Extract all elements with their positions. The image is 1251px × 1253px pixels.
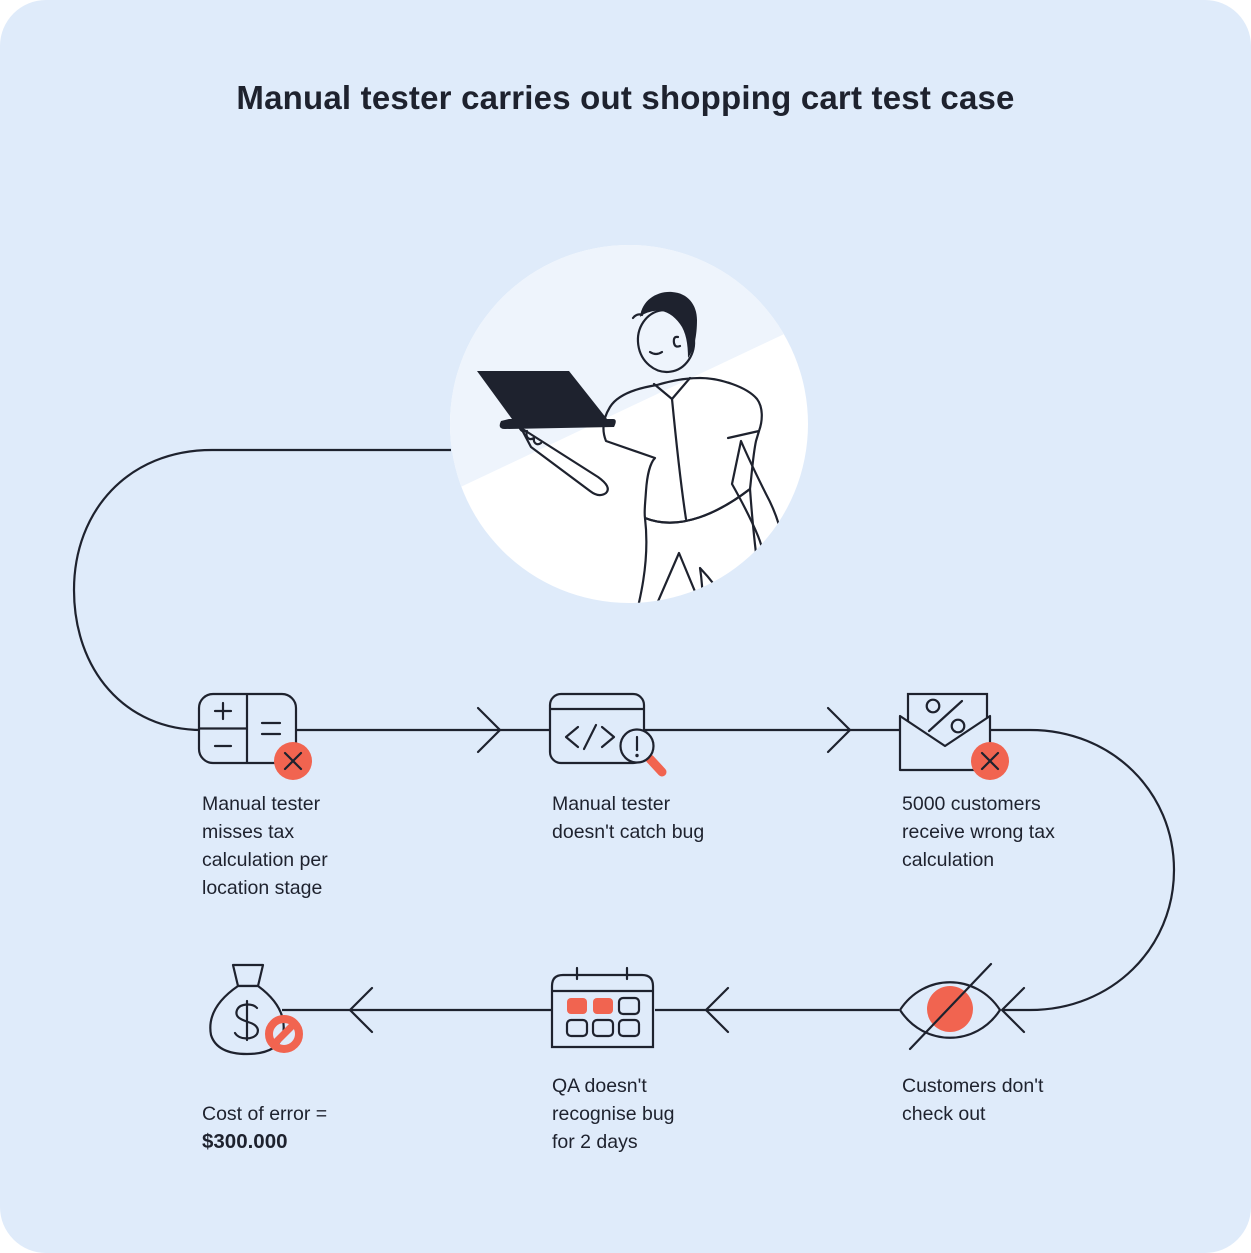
code-slash-glyph (582, 723, 598, 751)
bag-neck (231, 963, 265, 988)
calendar-hangers (575, 966, 629, 981)
step2-label: Manual tester doesn't catch bug (552, 793, 705, 843)
arrow-right-icon (476, 706, 502, 754)
hero-ear (672, 335, 682, 348)
hero-shirt (602, 376, 763, 524)
percent-slash (927, 699, 964, 733)
hero-hair (640, 291, 697, 358)
step6-label: Cost of error = $300.000 (202, 1072, 402, 1184)
hero-legs-gap (654, 551, 703, 603)
arrow-left-icon (704, 986, 730, 1034)
laptop-base (499, 419, 616, 429)
prohibition-slash (269, 1019, 299, 1049)
code-window-bug-search-icon (548, 692, 667, 777)
money-loss-icon (209, 963, 303, 1056)
strikethrough-line (908, 962, 993, 1051)
calendar-icon (550, 966, 655, 1049)
arrow-right-icon (826, 706, 852, 754)
connector-lines (72, 448, 1176, 1034)
step4-label: Customers don't check out (902, 1075, 1044, 1125)
arrow-left-icon (1000, 986, 1026, 1034)
hero-light-band (450, 245, 808, 492)
code-open-glyph (564, 725, 580, 749)
step5-label: QA doesn't recognise bug for 2 days (552, 1075, 675, 1153)
prohibition-ring (265, 1015, 303, 1053)
hero-hand-fingers (517, 417, 543, 446)
hero-left-forearm (519, 426, 609, 497)
arrow-left-icon (348, 986, 374, 1034)
tax-mail-error-icon (898, 692, 1009, 780)
hero-placket (670, 397, 688, 521)
laptop-icon (477, 371, 607, 419)
no-checkout-eye-icon (898, 962, 1002, 1051)
calculator-error-icon (197, 692, 312, 780)
code-close-glyph (600, 725, 616, 749)
equals-glyph (260, 721, 282, 736)
man-holding-laptop-illustration (450, 245, 808, 603)
page-title: Manual tester carries out shopping cart … (236, 79, 1015, 116)
left-loop-line (72, 448, 451, 732)
magnifier-handle (645, 754, 667, 777)
right-loop-line (991, 728, 1176, 1012)
cost-of-error-value: $300.000 (202, 1130, 288, 1153)
hero-sleeve-cuff (726, 429, 761, 440)
hero-mouth (648, 350, 664, 356)
plus-glyph (213, 701, 233, 721)
hero-eyebrow (631, 313, 644, 320)
step1-label: Manual tester misses tax calculation per… (202, 793, 328, 899)
cost-of-error-text: Cost of error = (202, 1103, 328, 1125)
x-icon (980, 751, 1000, 771)
step3-label: 5000 customers receive wrong tax calcula… (902, 793, 1055, 871)
x-icon (283, 751, 303, 771)
